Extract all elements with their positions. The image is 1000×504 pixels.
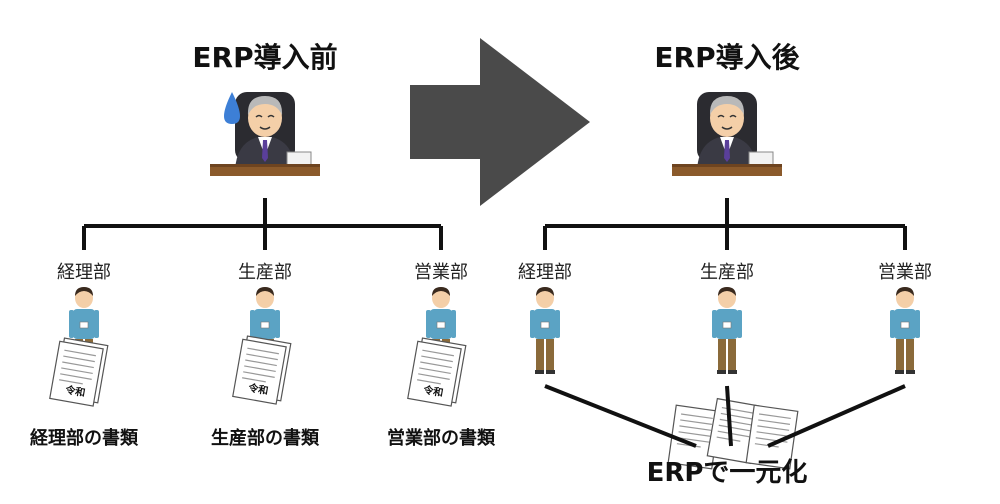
svg-text:令和: 令和 (63, 383, 86, 399)
before-boss-figure (209, 91, 321, 177)
after-org-tree (543, 198, 907, 250)
after-worker-sales (889, 286, 921, 375)
transition-arrow-icon (410, 38, 590, 206)
document-stack-icon: 令和 (232, 335, 292, 405)
unification-caption: ERPで一元化 (646, 458, 808, 488)
after-worker-accounting (529, 286, 561, 375)
sweat-drop-icon (224, 92, 240, 124)
after-dept-production: 生産部 (700, 262, 754, 283)
after-connectors (544, 384, 906, 448)
after-worker-production (711, 286, 743, 375)
after-title: ERP導入後 (654, 41, 800, 74)
before-worker-accounting: 令和 (49, 286, 109, 407)
document-stack-icon: 令和 (49, 337, 109, 407)
before-worker-sales: 令和 (407, 286, 467, 407)
after-dept-sales: 営業部 (878, 262, 932, 283)
after-dept-accounting: 経理部 (518, 262, 572, 283)
svg-text:令和: 令和 (421, 383, 444, 399)
before-org-tree (82, 198, 443, 250)
before-worker-production: 令和 (232, 286, 292, 405)
document-stack-icon: 令和 (407, 337, 467, 407)
before-doc-label-production: 生産部の書類 (211, 428, 319, 449)
svg-text:令和: 令和 (246, 381, 269, 397)
before-title: ERP導入前 (192, 41, 338, 74)
before-doc-label-sales: 営業部の書類 (387, 428, 495, 449)
before-doc-label-accounting: 経理部の書類 (30, 428, 138, 449)
before-dept-accounting: 経理部 (57, 262, 111, 283)
after-boss-figure (671, 91, 783, 177)
before-dept-sales: 営業部 (414, 262, 468, 283)
before-dept-production: 生産部 (238, 262, 292, 283)
